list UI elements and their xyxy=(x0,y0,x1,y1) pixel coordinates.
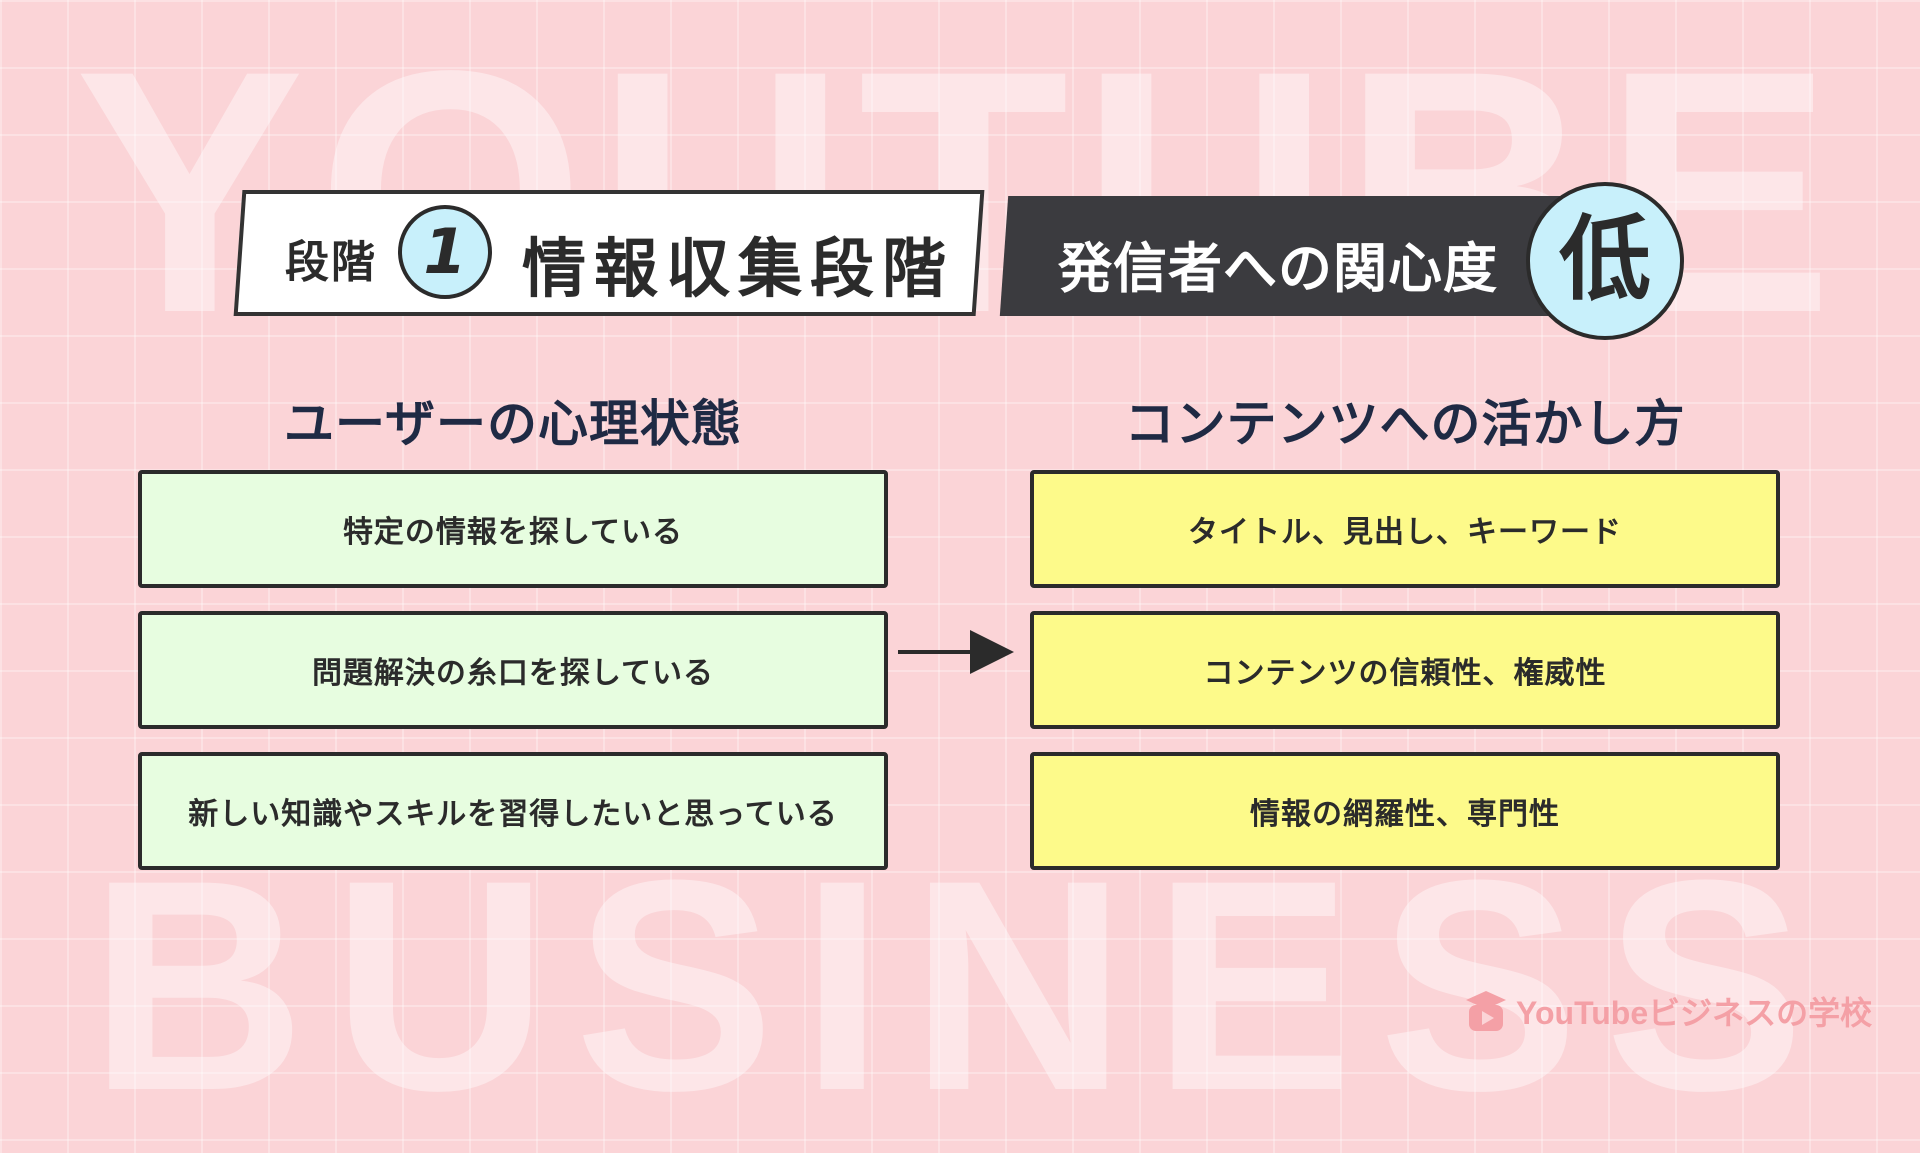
stage-name: 情報収集段階 xyxy=(522,233,954,307)
content-usage-item: タイトル、見出し、キーワード xyxy=(1030,470,1780,588)
user-state-item: 問題解決の糸口を探している xyxy=(138,611,888,729)
watermark-business: BUSINESS xyxy=(89,817,1831,1153)
interest-level-badge: 低 xyxy=(1526,182,1684,340)
brand-name: YouTubeビジネスの学校 xyxy=(1516,995,1873,1031)
content-usage-item: 情報の網羅性、専門性 xyxy=(1030,752,1780,870)
brand-logo: YouTubeビジネスの学校 xyxy=(1464,988,1872,1034)
content-usage-item: コンテンツの信頼性、権威性 xyxy=(1030,611,1780,729)
user-state-item: 新しい知識やスキルを習得したいと思っている xyxy=(138,752,888,870)
user-state-heading: ユーザーの心理状態 xyxy=(284,395,742,453)
right-arrow-icon xyxy=(898,630,1014,674)
stage-number-badge: 1 xyxy=(398,205,492,299)
content-usage-heading: コンテンツへの活かし方 xyxy=(1124,395,1686,453)
graduation-cap-play-icon xyxy=(1466,991,1506,1031)
interest-label: 発信者への関心度 xyxy=(1058,237,1498,300)
user-state-item: 特定の情報を探している xyxy=(138,470,888,588)
stage-label: 段階 xyxy=(285,237,377,288)
